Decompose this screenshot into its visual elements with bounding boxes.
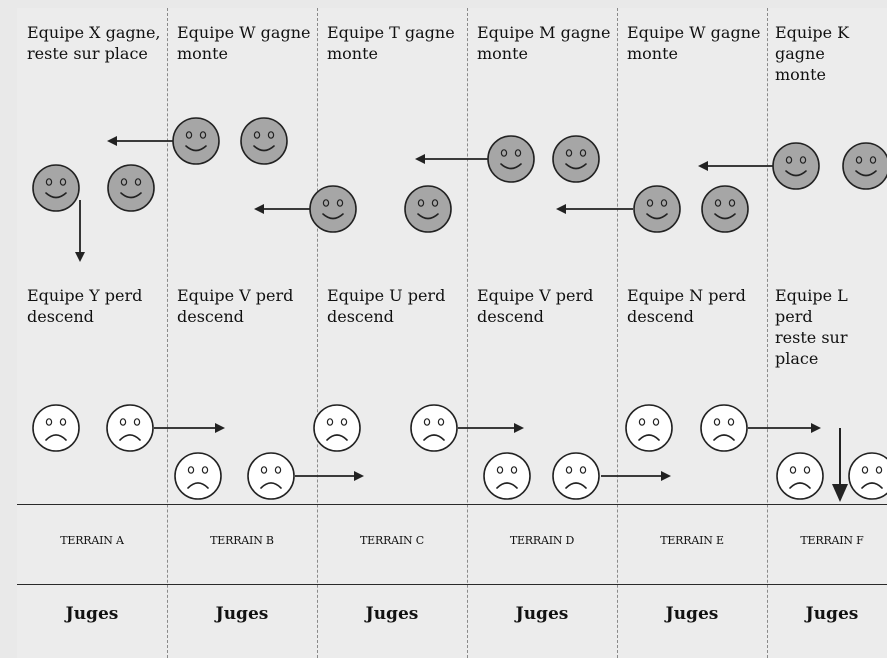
- sad-face-icon: [313, 404, 361, 452]
- happy-face-icon: [240, 117, 288, 165]
- happy-face-icon: [309, 185, 357, 233]
- winner-label-d: Equipe M gagne monte: [477, 23, 611, 63]
- winner-label-c: Equipe T gagne monte: [327, 23, 455, 63]
- terrain-label-d: TERRAIN D: [509, 534, 575, 547]
- loser-label-c: Equipe U perd descend: [327, 286, 446, 326]
- column-separator: [767, 8, 769, 658]
- terrain-label-f: TERRAIN F: [800, 534, 864, 547]
- judges-label-a: Juges: [65, 604, 119, 624]
- sad-face-icon: [32, 404, 80, 452]
- winner-label-f: Equipe K gagne monte: [775, 23, 850, 84]
- winner-label-e: Equipe W gagne monte: [627, 23, 761, 63]
- happy-face-icon: [172, 117, 220, 165]
- judges-label-b: Juges: [215, 604, 269, 624]
- sad-face-icon: [848, 452, 887, 500]
- sad-face-icon: [700, 404, 748, 452]
- happy-face-icon: [842, 142, 887, 190]
- column-separator: [317, 8, 319, 658]
- court-line-bottom: [17, 584, 887, 585]
- happy-face-icon: [633, 185, 681, 233]
- sad-face-icon: [106, 404, 154, 452]
- happy-face-icon: [404, 185, 452, 233]
- sad-face-icon: [410, 404, 458, 452]
- loser-label-a: Equipe Y perd descend: [27, 286, 143, 326]
- winner-label-b: Equipe W gagne monte: [177, 23, 311, 63]
- judges-label-e: Juges: [665, 604, 719, 624]
- sad-face-icon: [483, 452, 531, 500]
- column-separator: [467, 8, 469, 658]
- happy-face-icon: [107, 164, 155, 212]
- rotation-diagram: Equipe X gagne, reste sur place Equipe W…: [17, 8, 887, 658]
- happy-face-icon: [552, 135, 600, 183]
- sad-face-icon: [247, 452, 295, 500]
- sad-face-icon: [552, 452, 600, 500]
- terrain-label-c: TERRAIN C: [360, 534, 424, 547]
- winner-label-a: Equipe X gagne, reste sur place: [27, 23, 161, 63]
- judges-label-f: Juges: [805, 604, 859, 624]
- court-line-top: [17, 504, 887, 505]
- loser-label-b: Equipe V perd descend: [177, 286, 294, 326]
- terrain-label-e: TERRAIN E: [660, 534, 724, 547]
- terrain-label-b: TERRAIN B: [210, 534, 274, 547]
- terrain-label-a: TERRAIN A: [60, 534, 124, 547]
- judges-label-d: Juges: [515, 604, 569, 624]
- faces-and-arrows: [32, 117, 887, 502]
- happy-face-icon: [772, 142, 820, 190]
- judges-label-c: Juges: [365, 604, 419, 624]
- sad-face-icon: [174, 452, 222, 500]
- happy-face-icon: [701, 185, 749, 233]
- sad-face-icon: [625, 404, 673, 452]
- column-separator: [167, 8, 169, 658]
- loser-label-d: Equipe V perd descend: [477, 286, 594, 326]
- sad-face-icon: [776, 452, 824, 500]
- happy-face-icon: [32, 164, 80, 212]
- loser-label-e: Equipe N perd descend: [627, 286, 746, 326]
- happy-face-icon: [487, 135, 535, 183]
- loser-label-f: Equipe L perd reste sur place: [775, 286, 848, 368]
- column-separator: [617, 8, 619, 658]
